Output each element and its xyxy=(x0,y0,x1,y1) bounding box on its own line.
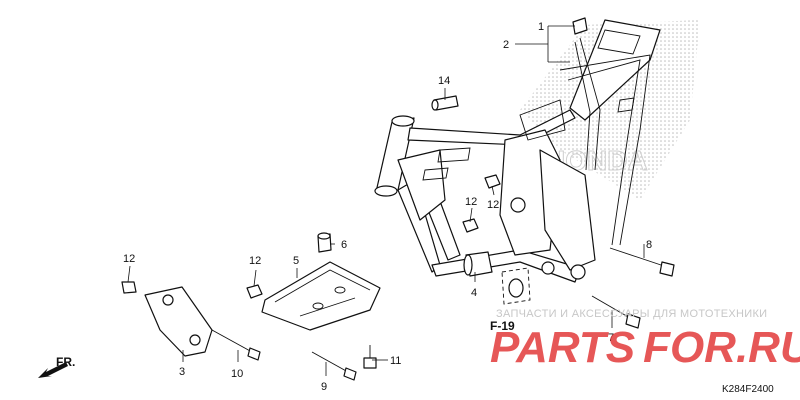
callout-8: 8 xyxy=(646,239,652,251)
callout-12-a: 12 xyxy=(487,199,499,211)
callout-12-b: 12 xyxy=(465,196,477,208)
watermark-caption: ЗАПЧАСТИ И АКСЕССУАРЫ ДЛЯ МОТОТЕХНИКИ xyxy=(496,308,767,320)
skid-plate-5 xyxy=(261,261,381,331)
reference-f19: F-19 xyxy=(490,319,515,333)
callout-6: 6 xyxy=(341,239,347,251)
spacer-6 xyxy=(317,232,332,253)
callout-5: 5 xyxy=(293,255,299,267)
direction-arrow-icon xyxy=(38,362,68,378)
bushing-4 xyxy=(463,251,493,277)
watermark: ЗАПЧАСТИ И АКСЕССУАРЫ ДЛЯ МОТОТЕХНИКИ PA… xyxy=(490,308,800,372)
nut-12-a xyxy=(484,174,501,189)
callout-numbers: 1 2 3 4 5 6 7 8 9 10 11 12 12 12 12 14 xyxy=(123,21,652,393)
callout-2: 2 xyxy=(503,39,509,51)
watermark-logo-left: PARTS xyxy=(490,323,635,372)
callout-9: 9 xyxy=(321,381,327,393)
nut-12-d xyxy=(121,281,137,294)
callout-7: 7 xyxy=(608,332,614,344)
main-frame xyxy=(374,19,661,283)
collar-14 xyxy=(431,95,459,111)
direction-label: FR. xyxy=(56,355,75,369)
frame-label-sticker xyxy=(572,17,588,35)
callout-4: 4 xyxy=(471,287,477,299)
front-direction-indicator: FR. xyxy=(38,355,75,378)
callout-1: 1 xyxy=(538,21,544,33)
diagram-code: K284F2400 xyxy=(722,384,774,395)
ref-bushing-f19 xyxy=(501,267,531,305)
bolt-8 xyxy=(609,247,675,277)
callout-10: 10 xyxy=(231,368,243,380)
engine-hanger-3 xyxy=(144,286,213,357)
bolt-10 xyxy=(211,329,261,361)
leader-lines xyxy=(127,25,645,376)
watermark-logo-right: FOR.RU xyxy=(643,323,800,372)
callout-14: 14 xyxy=(438,75,450,87)
bolt-9 xyxy=(311,351,357,381)
bolt-11 xyxy=(363,345,377,369)
callout-12-d: 12 xyxy=(123,253,135,265)
bolt-7 xyxy=(591,295,641,329)
callout-12-c: 12 xyxy=(249,255,261,267)
nut-12-c xyxy=(246,284,263,299)
callout-11: 11 xyxy=(390,355,401,367)
callout-3: 3 xyxy=(179,366,185,378)
